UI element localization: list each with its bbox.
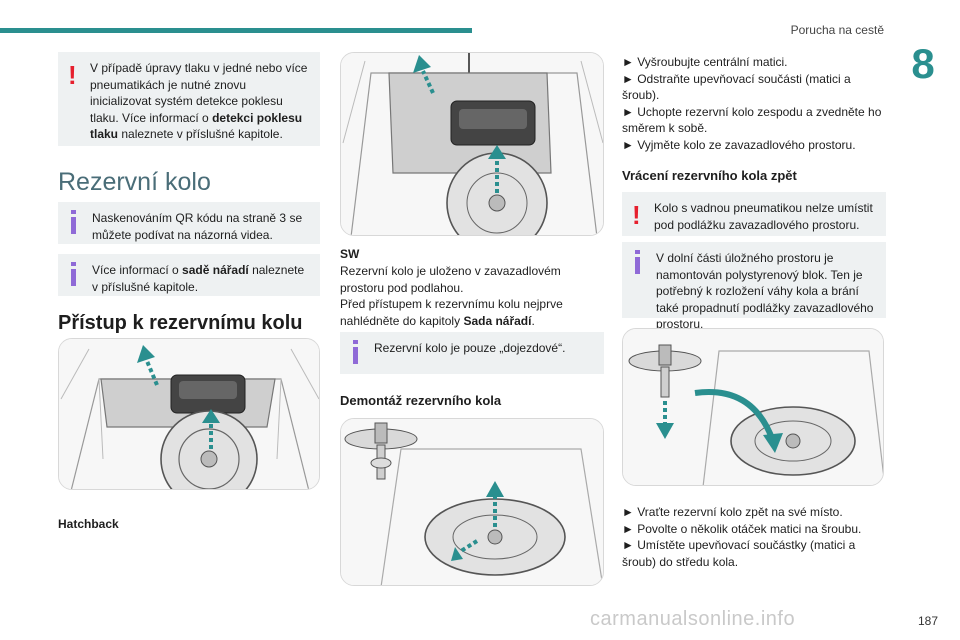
sw-text-2-after: . — [531, 313, 535, 328]
info-note-qr: Naskenováním QR kódu na straně 3 se může… — [58, 202, 320, 244]
info-tools-after: naleznete v příslušné kapitole. — [92, 263, 305, 294]
info-tools-bold: sadě nářadí — [182, 263, 249, 277]
page-number: 187 — [917, 614, 938, 628]
info-icon-bar — [71, 217, 76, 234]
step-item: ► Vyšroubujte centrální matici. — [622, 55, 788, 69]
chapter-number: 8 — [911, 40, 935, 87]
sw-text-2-bold: Sada nářadí — [463, 313, 532, 328]
removal-figure — [340, 418, 604, 586]
info-note-polystyrene: V dolní části úložného prostoru je namon… — [622, 242, 886, 331]
info-icon — [71, 210, 76, 214]
steps-top: ► Vyšroubujte centrální matici. ► Odstra… — [622, 54, 884, 153]
subsection-title-access: Přístup k rezervnímu kolu — [58, 312, 303, 334]
sw-trunk-figure — [340, 52, 604, 236]
warning-defective-text: Kolo s vadnou pneumatikou nelze umístit … — [654, 201, 873, 232]
info-icon-bar — [635, 257, 640, 274]
step-item: ► Povolte o několik otáček matici na šro… — [622, 521, 862, 536]
steps-bottom: ► Vraťte rezervní kolo zpět na své místo… — [622, 504, 884, 570]
info-note-tools: Více informací o sadě nářadí naleznete v… — [58, 254, 320, 296]
info-polystyrene-text: V dolní části úložného prostoru je namon… — [656, 251, 874, 331]
warning-icon: ! — [68, 60, 77, 90]
page-header-title: Porucha na cestě — [790, 23, 884, 37]
hatchback-trunk-figure — [58, 338, 320, 490]
info-icon-bar — [71, 269, 76, 286]
info-icon — [635, 250, 640, 254]
warning-after-text: naleznete v příslušné kapitole. — [118, 127, 283, 141]
step-item: ► Vyjměte kolo ze zavazadlového prostoru… — [622, 137, 856, 152]
info-temporary-text: Rezervní kolo je pouze „dojezdové“. — [374, 341, 566, 355]
sw-text-2-before: Před přístupem k rezervnímu kolu nejprve… — [340, 297, 563, 328]
info-note-temporary: Rezervní kolo je pouze „dojezdové“. — [340, 332, 604, 374]
removal-title: Demontáž rezervního kola — [340, 393, 502, 408]
hatchback-caption: Hatchback — [58, 517, 119, 531]
step-item: ► Odstraňte upevňovací součásti (matici … — [622, 71, 851, 103]
info-qr-text: Naskenováním QR kódu na straně 3 se může… — [92, 211, 303, 242]
warning-more-text: Více informací o — [122, 110, 213, 125]
return-figure — [622, 328, 884, 486]
watermark: carmanualsonline.info — [590, 608, 796, 630]
sw-text-1: Rezervní kolo je uloženo v zavazadlovém … — [340, 264, 561, 295]
warning-text: V případě úpravy tlaku v jedné nebo více… — [90, 61, 308, 125]
warning-bold-term: detekci poklesu tlaku — [90, 110, 303, 142]
step-item: ► Uchopte rezervní kolo zespodu a zvedně… — [622, 104, 882, 136]
info-icon — [353, 340, 358, 344]
info-tools-before: Více informací o — [92, 263, 183, 277]
sw-text-2: Před přístupem k rezervnímu kolu nejprve… — [340, 296, 604, 329]
step-item: ► Vraťte rezervní kolo zpět na své místo… — [622, 505, 843, 519]
info-icon-bar — [353, 347, 358, 364]
warning-note-tpms: ! V případě úpravy tlaku v jedné nebo ví… — [58, 52, 320, 146]
section-title-spare-wheel: Rezervní kolo — [58, 168, 211, 196]
sw-label: SW — [340, 247, 360, 261]
info-icon — [71, 262, 76, 266]
warning-note-defective: ! Kolo s vadnou pneumatikou nelze umísti… — [622, 192, 886, 236]
return-title: Vrácení rezervního kola zpět — [622, 168, 797, 183]
step-item: ► Umístěte upevňovací součástky (matici … — [622, 538, 856, 569]
header-accent-bar — [0, 28, 472, 33]
warning-icon: ! — [632, 200, 641, 230]
